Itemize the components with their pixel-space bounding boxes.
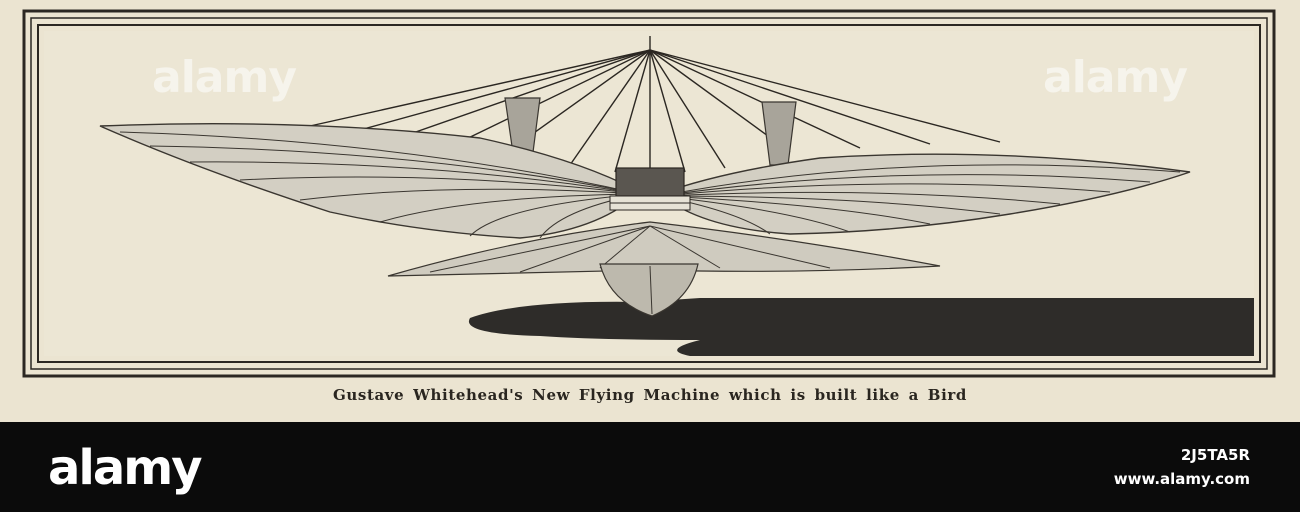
- tail-wing: [387, 221, 941, 277]
- left-wing: [99, 123, 642, 239]
- watermark-left: alamy: [152, 52, 297, 103]
- caption: Gustave Whitehead's New Flying Machine w…: [333, 386, 967, 404]
- brand-logo: alamy: [48, 440, 203, 496]
- ground-shadow: [468, 298, 1254, 356]
- image-id: 2J5TA5R: [1180, 446, 1250, 464]
- right-wing-ribs: [659, 164, 1181, 235]
- inner-border: [37, 24, 1261, 363]
- illustration-plate: alamy alamy Gustave Whitehead's New Flyi…: [22, 9, 1276, 404]
- site-url[interactable]: www.alamy.com: [1113, 470, 1250, 488]
- right-wing: [658, 153, 1191, 235]
- stock-footer: alamy 2J5TA5R www.alamy.com: [0, 422, 1300, 512]
- flying-machine-illustration: [22, 9, 1276, 378]
- rigging-wires: [309, 36, 1001, 175]
- watermark-right: alamy: [1043, 52, 1188, 103]
- hull: [599, 263, 699, 317]
- cabin: [615, 167, 685, 197]
- left-wing-ribs: [119, 131, 641, 239]
- middle-border: [30, 17, 1268, 370]
- outer-border: [22, 9, 1276, 378]
